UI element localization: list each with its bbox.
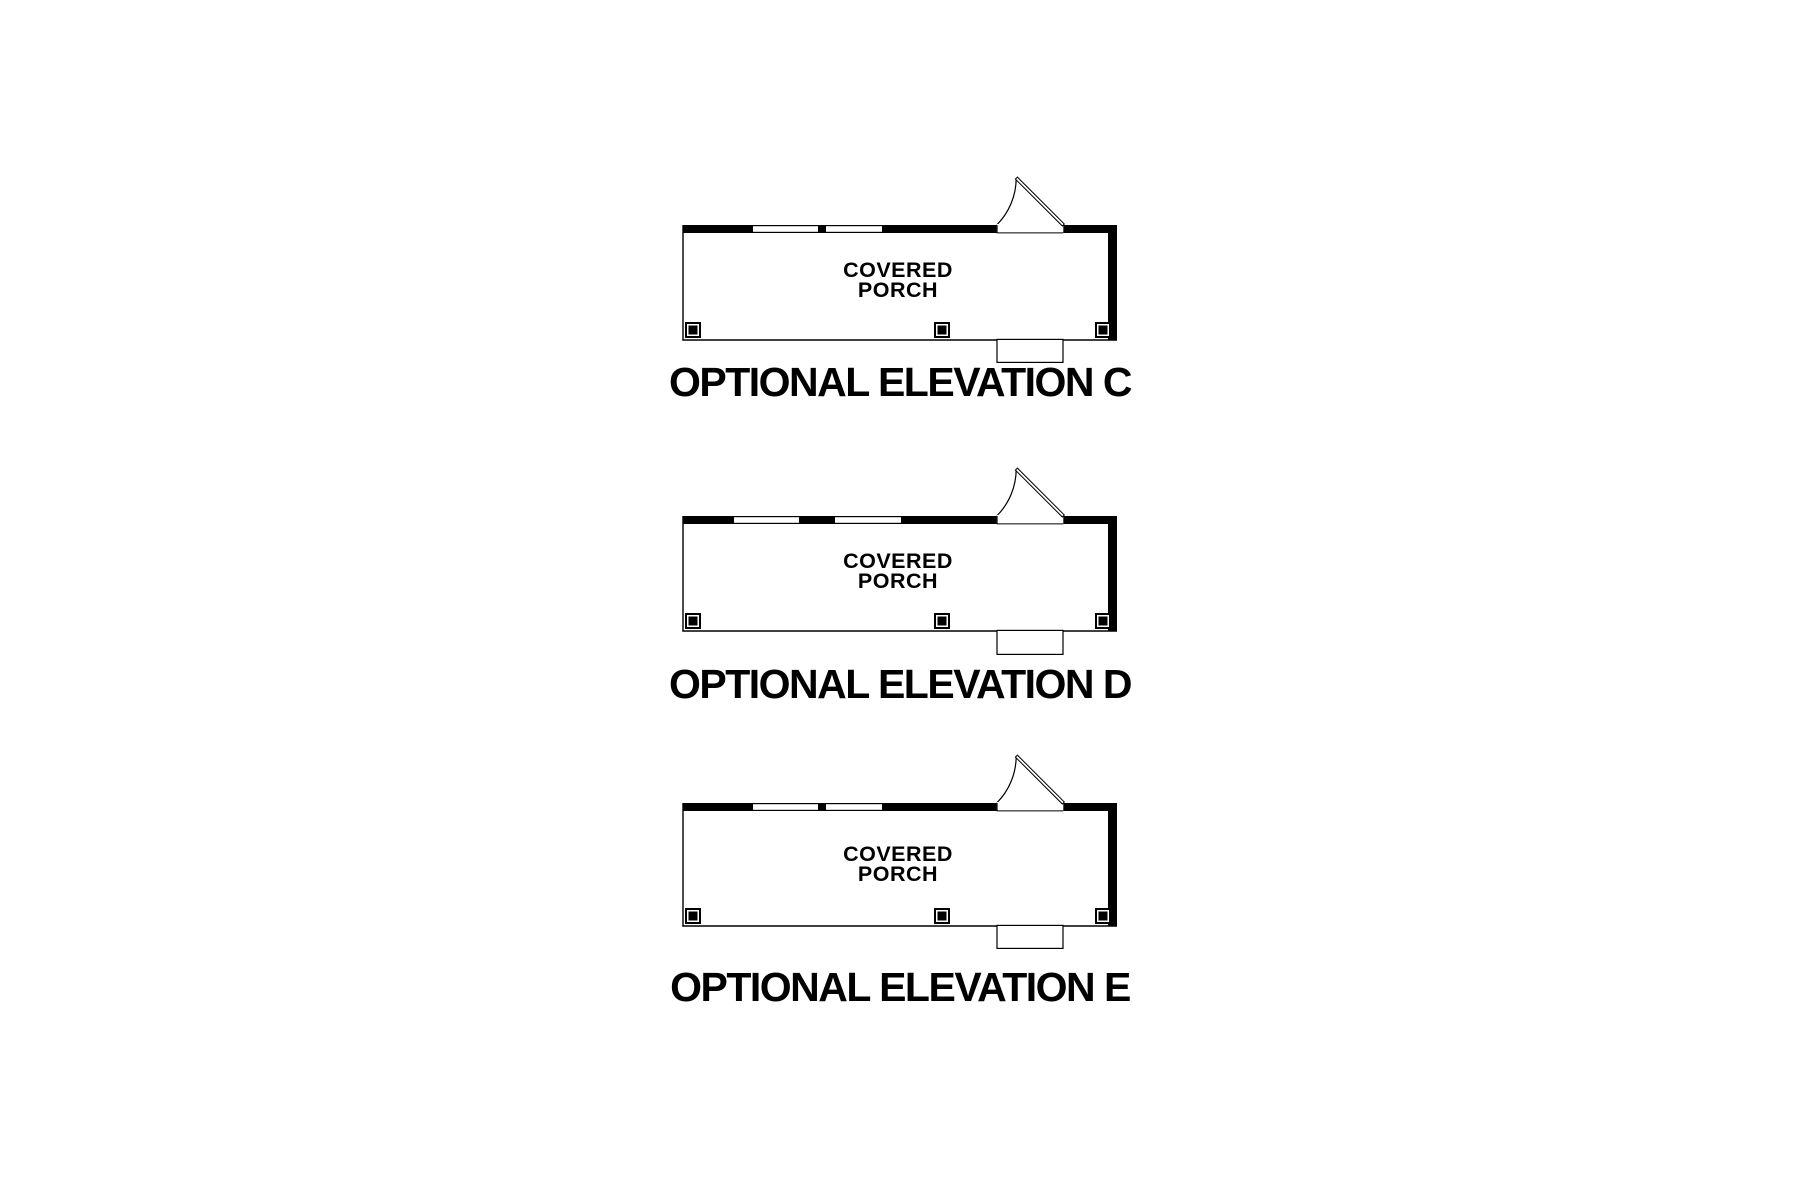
room-label-line2: PORCH bbox=[858, 278, 938, 302]
window-opening bbox=[835, 517, 901, 523]
door-leaf bbox=[1014, 176, 1065, 227]
right-wall bbox=[1108, 516, 1117, 632]
entry-step bbox=[996, 338, 1064, 363]
entry-step bbox=[996, 629, 1064, 655]
window-opening bbox=[826, 226, 882, 232]
porch-post bbox=[1095, 322, 1111, 338]
right-wall bbox=[1108, 225, 1117, 341]
floor-plan-elevation-c: COVERED PORCH bbox=[682, 176, 1117, 363]
door-opening bbox=[996, 802, 1064, 813]
top-wall bbox=[682, 225, 1117, 233]
window-opening bbox=[826, 804, 882, 810]
window-opening bbox=[753, 804, 818, 810]
room-label-line1: COVERED bbox=[843, 549, 953, 573]
top-wall bbox=[682, 803, 1117, 811]
door-opening bbox=[996, 224, 1064, 235]
window-opening bbox=[734, 517, 799, 523]
porch-post bbox=[685, 908, 701, 924]
window-opening bbox=[753, 226, 818, 232]
door-swing-arc bbox=[996, 177, 1017, 226]
porch-post bbox=[934, 613, 950, 629]
porch-post bbox=[934, 322, 950, 338]
room-label-line1: COVERED bbox=[843, 258, 953, 282]
floor-plan-elevation-d: COVERED PORCH bbox=[682, 467, 1117, 655]
door-leaf bbox=[1014, 754, 1065, 805]
porch-post bbox=[685, 613, 701, 629]
elevation-title-e: OPTIONAL ELEVATION E bbox=[670, 964, 1131, 1010]
door-leaf bbox=[1014, 467, 1065, 518]
right-wall bbox=[1108, 803, 1117, 927]
porch-post bbox=[934, 908, 950, 924]
room-label-line2: PORCH bbox=[858, 569, 938, 593]
room-label-line1: COVERED bbox=[843, 842, 953, 866]
porch-post bbox=[685, 322, 701, 338]
elevation-title-c: OPTIONAL ELEVATION C bbox=[668, 359, 1133, 405]
entry-step bbox=[996, 924, 1064, 949]
door-opening bbox=[996, 515, 1064, 526]
door-swing-arc bbox=[996, 468, 1017, 517]
elevation-title-d: OPTIONAL ELEVATION D bbox=[668, 661, 1133, 707]
door-swing-arc bbox=[996, 755, 1017, 804]
porch-post bbox=[1095, 908, 1111, 924]
room-label-line2: PORCH bbox=[858, 862, 938, 886]
porch-post bbox=[1095, 613, 1111, 629]
floor-plan-elevation-e: COVERED PORCH bbox=[682, 754, 1117, 949]
